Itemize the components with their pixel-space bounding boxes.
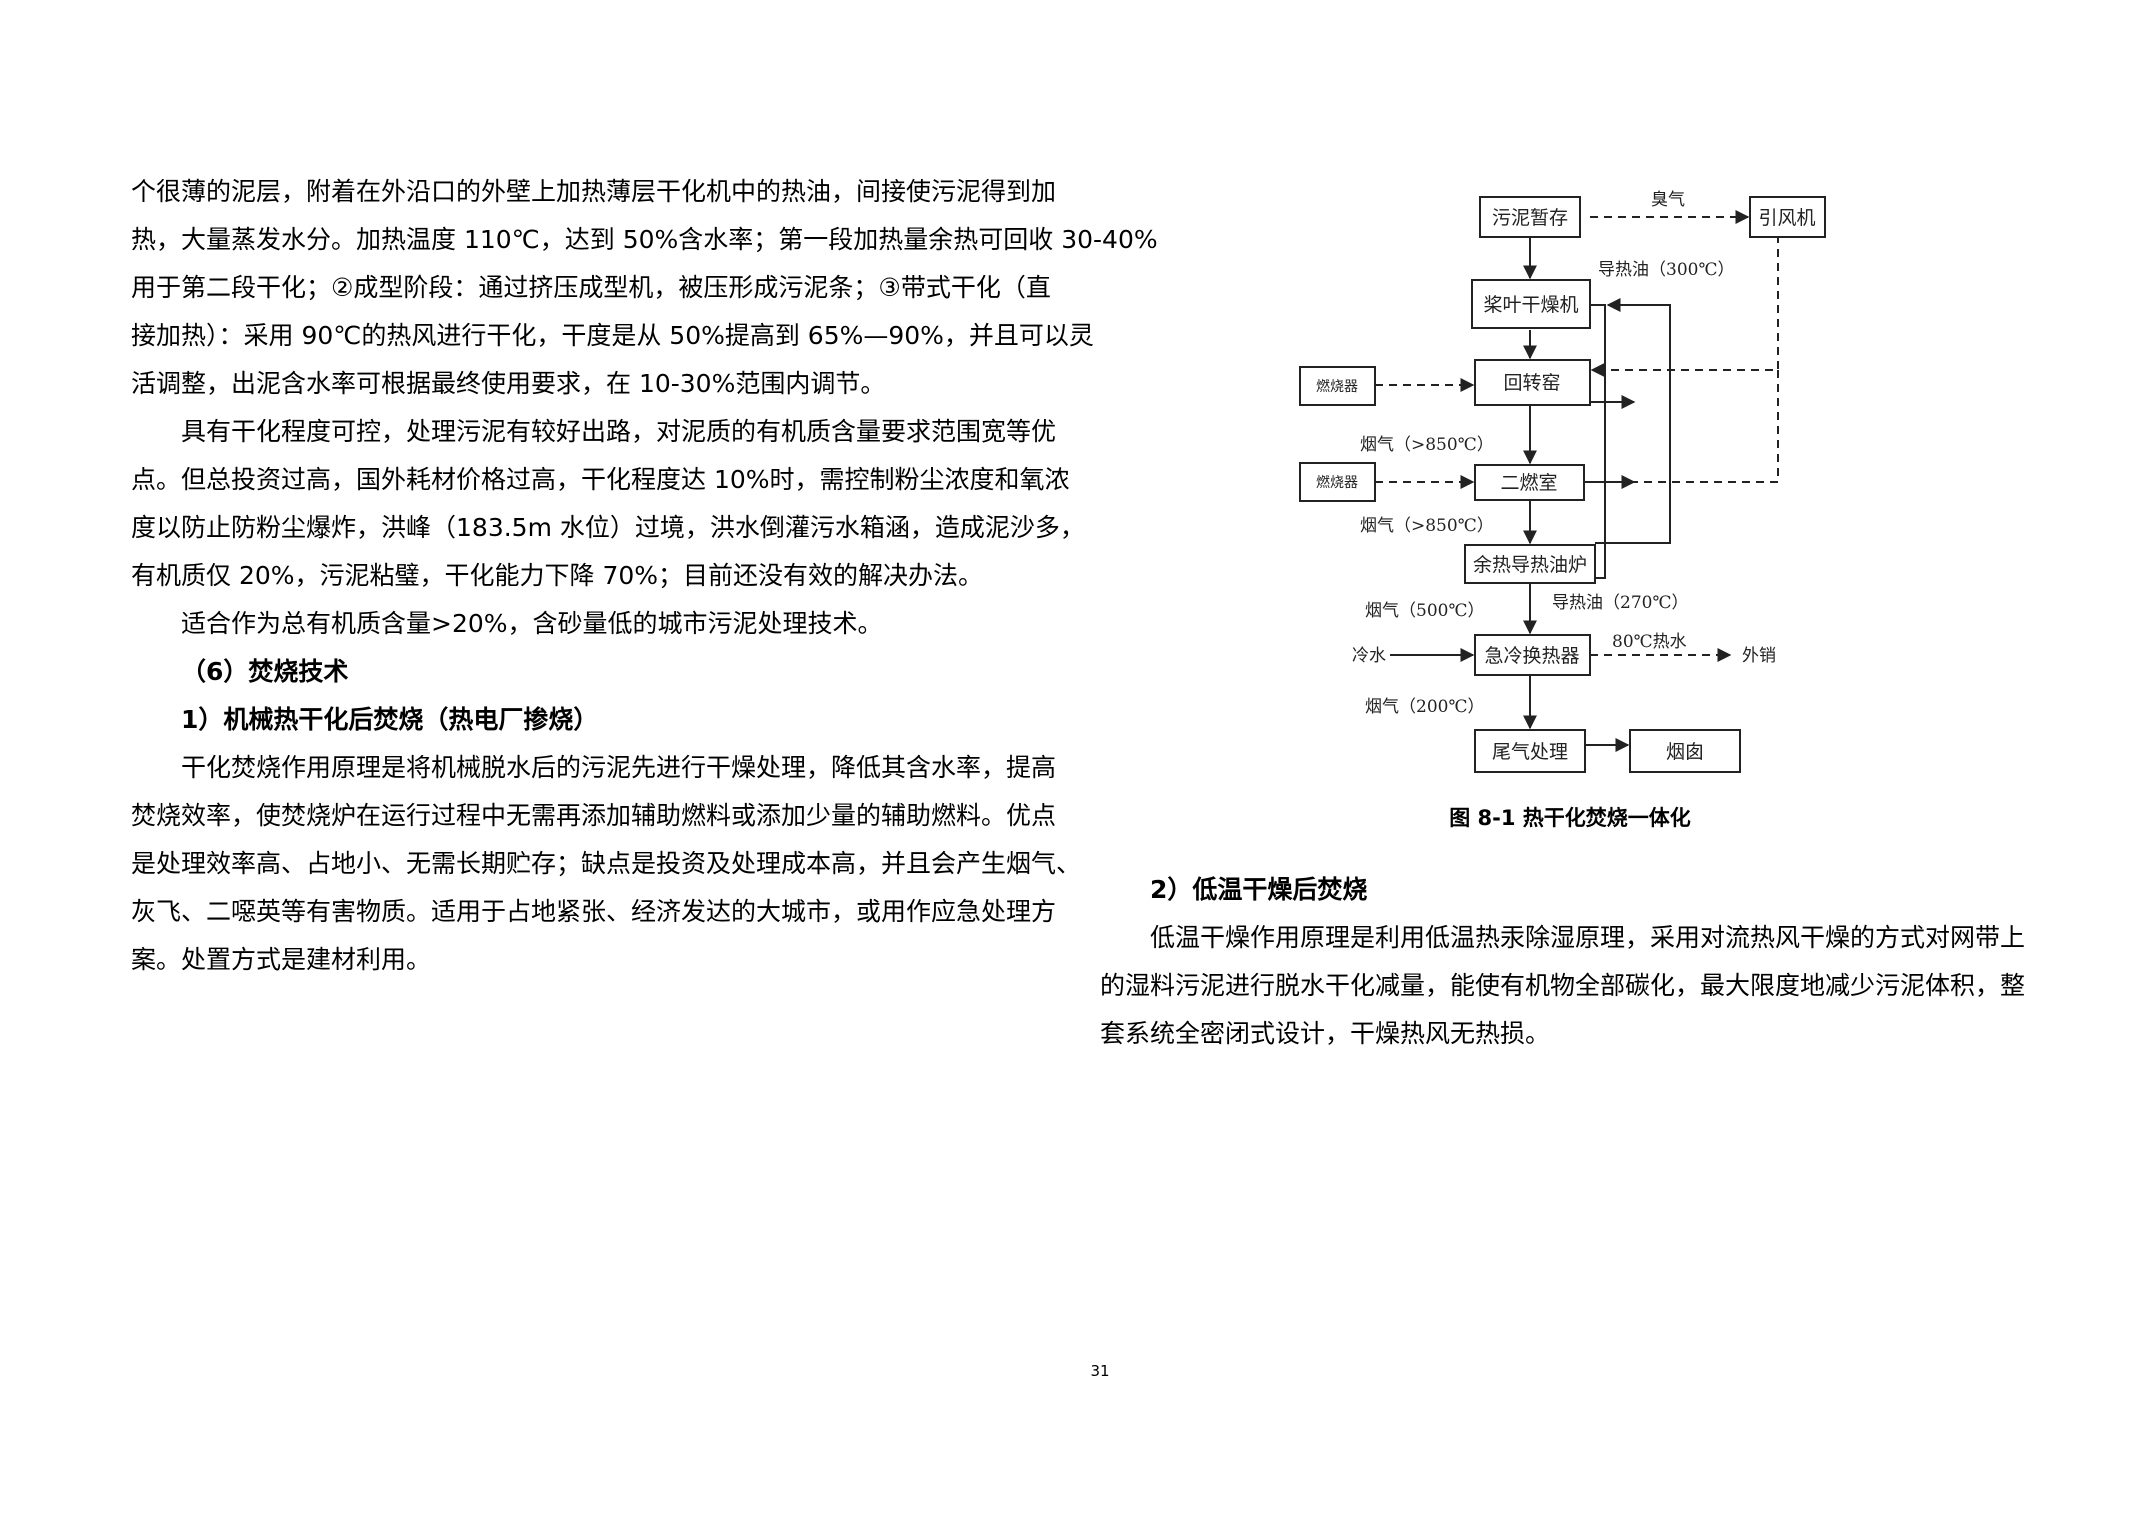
paragraph-line: 点。但总投资过高，国外耗材价格过高，干化程度达 10%时，需控制粉尘浓度和氧浓: [131, 465, 1070, 494]
node-induced-fan: 引风机: [1749, 196, 1826, 238]
section-heading: （6）焚烧技术: [181, 657, 349, 686]
paragraph-line: 干化焚烧作用原理是将机械脱水后的污泥先进行干燥处理，降低其含水率，提高: [181, 753, 1057, 782]
paragraph-line: 灰飞、二噁英等有害物质。适用于占地紧张、经济发达的大城市，或用作应急处理方: [131, 897, 1057, 926]
paragraph-line: 用于第二段干化；②成型阶段：通过挤压成型机，被压形成污泥条；③带式干化（直: [131, 273, 1051, 302]
paragraph-line: 具有干化程度可控，处理污泥有较好出路，对泥质的有机质含量要求范围宽等优: [181, 417, 1057, 446]
paragraph-line: 度以防止防粉尘爆炸，洪峰（183.5m 水位）过境，洪水倒灌污水箱涵，造成泥沙多…: [131, 513, 1085, 542]
paragraph-line: 活调整，出泥含水率可根据最终使用要求，在 10-30%范围内调节。: [131, 369, 886, 398]
node-waste-heat-boiler: 余热导热油炉: [1464, 544, 1596, 584]
label-flue-850-a: 烟气（>850℃）: [1360, 435, 1494, 455]
paragraph-line: 有机质仅 20%，污泥粘璧，干化能力下降 70%；目前还没有效的解决办法。: [131, 561, 984, 590]
label-odor: 臭气: [1651, 190, 1685, 210]
label-hot-water-80: 80℃热水: [1612, 632, 1687, 652]
edge-oil-return: [1595, 298, 1671, 544]
node-label: 燃烧器: [1316, 474, 1358, 491]
node-label: 急冷换热器: [1484, 645, 1579, 667]
node-secondary-chamber: 二燃室: [1474, 464, 1585, 501]
paragraph-line: 案。处置方式是建材利用。: [131, 945, 432, 974]
node-sludge-storage: 污泥暂存: [1479, 196, 1581, 238]
node-tail-gas: 尾气处理: [1474, 729, 1586, 773]
paragraph-line: 适合作为总有机质含量>20%，含砂量低的城市污泥处理技术。: [181, 609, 883, 638]
node-paddle-dryer: 桨叶干燥机: [1471, 279, 1591, 329]
label-flue-850-b: 烟气（>850℃）: [1360, 516, 1494, 536]
label-flue-500: 烟气（500℃）: [1365, 601, 1484, 621]
label-export: 外销: [1742, 646, 1776, 666]
process-flow-diagram: 污泥暂存 引风机 桨叶干燥机 燃烧器 回转窑 燃烧器 二燃室 余热导热油炉: [1290, 175, 1850, 785]
paragraph-line: 个很薄的泥层，附着在外沿口的外壁上加热薄层干化机中的热油，间接使污泥得到加: [131, 177, 1057, 206]
right-column: 2）低温干燥后焚烧 低温干燥作用原理是利用低温热汞除湿原理，采用对流热风干燥的方…: [1100, 866, 2050, 1058]
node-burner-1: 燃烧器: [1299, 366, 1376, 406]
node-label: 烟囱: [1666, 741, 1704, 763]
paragraph-line: 是处理效率高、占地小、无需长期贮存；缺点是投资及处理成本高，并且会产生烟气、: [131, 849, 1082, 878]
node-label: 桨叶干燥机: [1483, 294, 1578, 316]
label-cold-water: 冷水: [1352, 646, 1386, 666]
node-label: 引风机: [1758, 207, 1815, 229]
node-rotary-kiln: 回转窑: [1474, 359, 1591, 406]
edge-oil-supply: [1580, 304, 1606, 579]
node-label: 回转窑: [1503, 372, 1560, 394]
label-thermal-oil-300: 导热油（300℃）: [1598, 260, 1734, 280]
label-thermal-oil-270: 导热油（270℃）: [1552, 593, 1688, 613]
node-label: 燃烧器: [1316, 378, 1358, 395]
figure-caption: 图 8-1 热干化焚烧一体化: [1449, 806, 1691, 830]
paragraph-line: 接加热）：采用 90℃的热风进行干化，干度是从 50%提高到 65%—90%，并…: [131, 321, 1094, 350]
node-chimney: 烟囱: [1629, 729, 1741, 773]
edge-fan-chamber: [1587, 370, 1779, 483]
left-column: 个很薄的泥层，附着在外沿口的外壁上加热薄层干化机中的热油，间接使污泥得到加 热，…: [131, 168, 1158, 984]
node-burner-2: 燃烧器: [1299, 462, 1376, 502]
node-label: 污泥暂存: [1492, 207, 1568, 229]
page-number: 31: [1090, 1362, 1110, 1380]
paragraph-line: 低温干燥作用原理是利用低温热汞除湿原理，采用对流热风干燥的方式对网带上: [1150, 923, 2026, 952]
node-label: 余热导热油炉: [1473, 554, 1587, 576]
paragraph-line: 焚烧效率，使焚烧炉在运行过程中无需再添加辅助燃料或添加少量的辅助燃料。优点: [131, 801, 1057, 830]
label-flue-200: 烟气（200℃）: [1365, 697, 1484, 717]
paragraph-line: 热，大量蒸发水分。加热温度 110℃，达到 50%含水率；第一段加热量余热可回收…: [131, 225, 1158, 254]
subsection-heading: 1）机械热干化后焚烧（热电厂掺烧）: [181, 705, 599, 734]
node-quench-exchanger: 急冷换热器: [1474, 634, 1591, 676]
paragraph-line: 的湿料污泥进行脱水干化减量，能使有机物全部碳化，最大限度地减少污泥体积，整: [1100, 971, 2026, 1000]
edge-fan-kiln: [1590, 235, 1779, 377]
subsection-heading: 2）低温干燥后焚烧: [1150, 875, 1368, 904]
paragraph-line: 套系统全密闭式设计，干燥热风无热损。: [1100, 1019, 1551, 1048]
node-label: 尾气处理: [1492, 741, 1568, 763]
node-label: 二燃室: [1500, 472, 1557, 494]
